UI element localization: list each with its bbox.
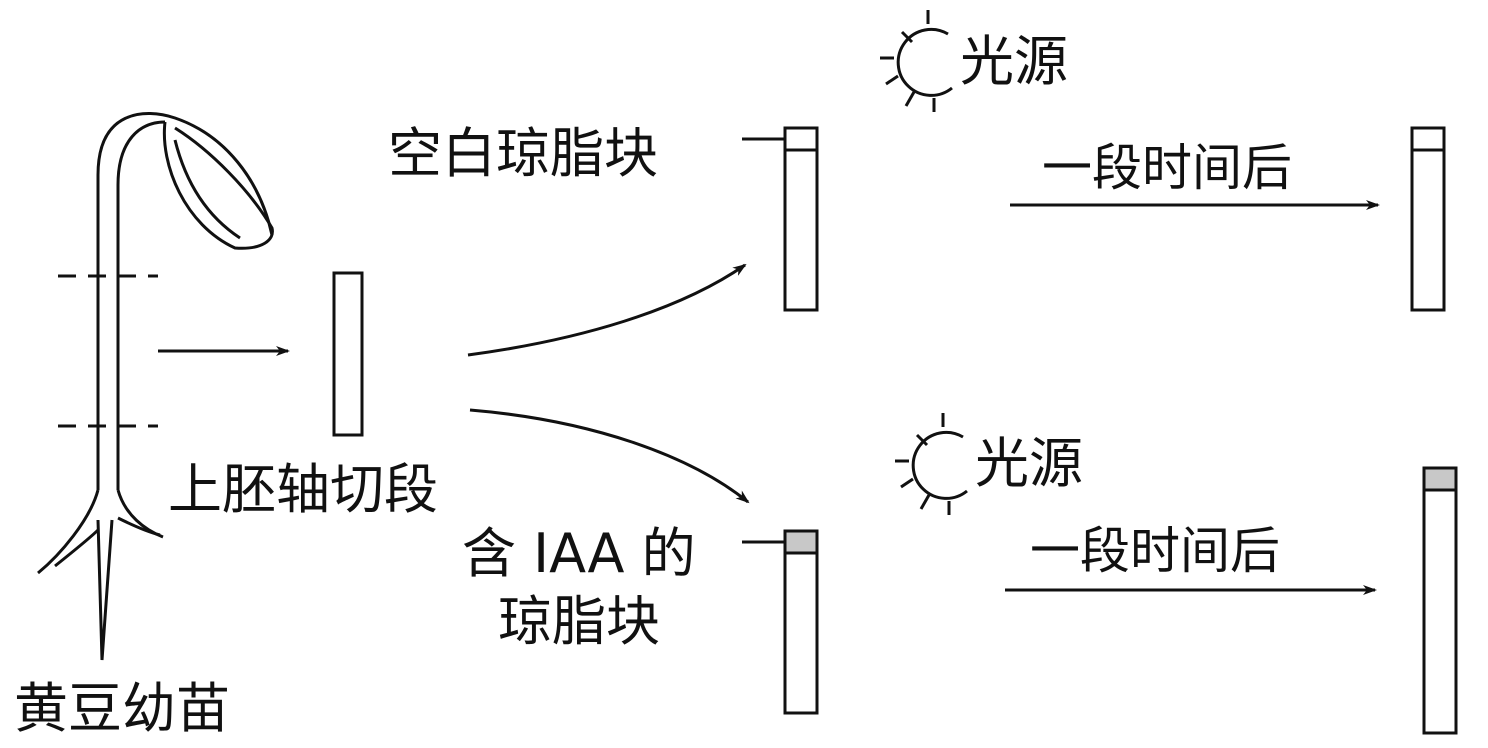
label-blank-agar: 空白琼脂块 (388, 122, 658, 185)
label-iaa-agar-line1: 含 IAA 的 (462, 522, 696, 585)
label-time-top: 一段时间后 (1042, 139, 1292, 197)
label-light-top: 光源 (960, 30, 1068, 93)
hypocotyl-segment (334, 273, 362, 435)
arrow-to-iaa-agar (470, 410, 748, 502)
iaa-agar-block (785, 531, 817, 553)
soybean-seedling (38, 114, 272, 660)
setup-iaa-agar (742, 531, 817, 713)
segment-top-left (785, 128, 817, 310)
blank-agar-block-result (1412, 128, 1444, 150)
label-segment: 上胚轴切段 (168, 458, 438, 521)
label-time-bottom: 一段时间后 (1030, 522, 1280, 580)
label-seedling: 黄豆幼苗 (14, 677, 230, 740)
setup-blank-agar (742, 128, 817, 310)
result-iaa-agar (1424, 468, 1456, 733)
sun-icon (880, 10, 952, 112)
segment-top-right (1412, 128, 1444, 310)
sun-icon (895, 413, 967, 515)
blank-agar-block (785, 128, 817, 150)
label-iaa-agar-line2: 琼脂块 (498, 590, 660, 653)
result-blank-agar (1412, 128, 1444, 310)
label-light-bottom: 光源 (975, 432, 1083, 495)
segment-bottom-left (785, 531, 817, 713)
iaa-agar-block-result (1424, 468, 1456, 490)
arrow-to-blank-agar (468, 265, 745, 355)
segment-bottom-right (1424, 468, 1456, 733)
